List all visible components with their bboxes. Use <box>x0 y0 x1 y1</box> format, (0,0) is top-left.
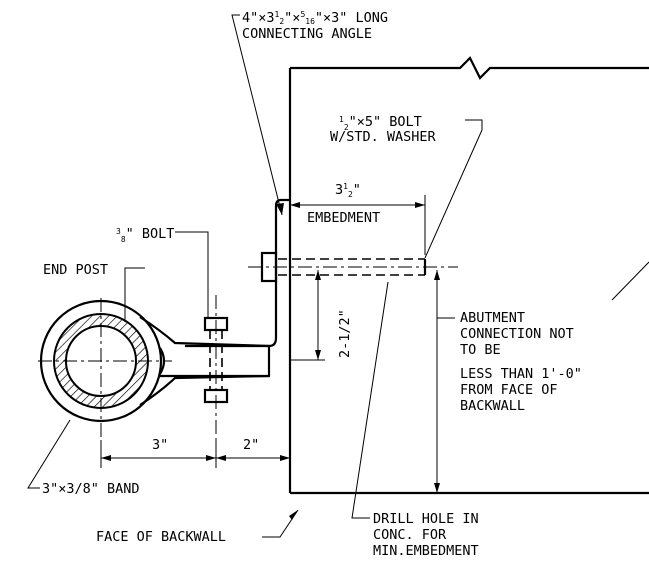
svg-text:4"×312"×516"×3" LONG: 4"×312"×516"×3" LONG <box>242 10 388 26</box>
label-abutment: ABUTMENT CONNECTION NOT TO BE LESS THAN … <box>460 310 582 414</box>
svg-text:CONNECTING ANGLE: CONNECTING ANGLE <box>242 26 372 42</box>
label-band: 3"×3/8" BAND <box>42 481 140 497</box>
label-drill-hole: DRILL HOLE IN CONC. FOR MIN.EMBEDMENT <box>373 511 479 559</box>
label-dim-3: 3" <box>152 437 168 453</box>
dim-abutment <box>434 270 455 493</box>
svg-text:12"×5" BOLT: 12"×5" BOLT <box>339 114 422 132</box>
dim-bottom <box>100 440 290 468</box>
svg-text:BACKWALL: BACKWALL <box>460 398 525 414</box>
svg-text:EMBEDMENT: EMBEDMENT <box>307 210 380 226</box>
label-dim-2-1-2: 2-1/2" <box>337 309 353 358</box>
label-bolt-3-8: 38" BOLT <box>116 226 174 244</box>
backwall-outline <box>288 56 649 495</box>
dim-embedment <box>290 195 426 255</box>
leaders <box>27 14 483 538</box>
label-face-of-backwall: FACE OF BACKWALL <box>96 529 226 545</box>
label-dim-2: 2" <box>243 437 259 453</box>
svg-text:LESS THAN 1'-0": LESS THAN 1'-0" <box>460 366 582 382</box>
dim-2-1-2 <box>290 270 325 361</box>
svg-text:MIN.EMBEDMENT: MIN.EMBEDMENT <box>373 543 479 559</box>
anchor-bolt <box>248 251 458 283</box>
label-half-bolt: 12"×5" BOLT W/STD. WASHER <box>330 114 437 145</box>
break-line <box>611 261 649 301</box>
label-end-post: END POST <box>43 262 108 278</box>
end-post <box>38 298 271 462</box>
svg-text:312": 312" <box>335 182 361 199</box>
label-connecting-angle: 4"×312"×516"×3" LONG CONNECTING ANGLE <box>242 10 388 42</box>
svg-text:ABUTMENT: ABUTMENT <box>460 310 525 326</box>
svg-text:CONC. FOR: CONC. FOR <box>373 527 447 543</box>
svg-text:DRILL HOLE IN: DRILL HOLE IN <box>373 511 479 527</box>
svg-text:CONNECTION NOT: CONNECTION NOT <box>460 326 574 342</box>
svg-text:FROM FACE OF: FROM FACE OF <box>460 382 558 398</box>
svg-text:W/STD. WASHER: W/STD. WASHER <box>330 129 437 145</box>
svg-text:TO BE: TO BE <box>460 342 501 358</box>
label-embedment: 312" EMBEDMENT <box>307 182 380 226</box>
